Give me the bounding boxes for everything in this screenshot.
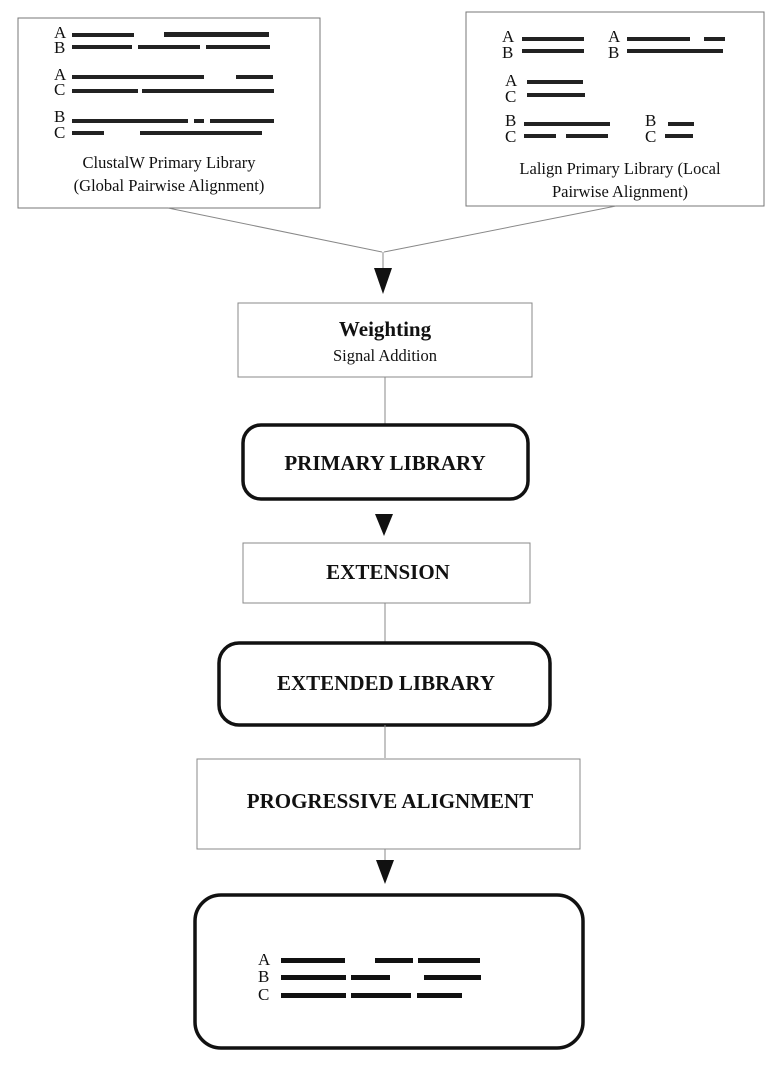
extended-library-label: EXTENDED LIBRARY	[277, 671, 495, 695]
extension-box: EXTENSION	[242, 542, 531, 604]
alignment-bars	[522, 37, 725, 138]
clustalw-caption: (Global Pairwise Alignment)	[74, 176, 265, 195]
clustalw-caption: ClustalW Primary Library	[83, 153, 257, 172]
final-alignment-box: A B C	[193, 893, 585, 1050]
arrow-down-icon	[374, 268, 392, 294]
seq-label: B	[54, 107, 65, 126]
seq-label: B	[608, 43, 619, 62]
seq-label: A	[258, 950, 271, 969]
extended-library-box: EXTENDED LIBRARY	[217, 641, 552, 727]
seq-label: A	[608, 27, 621, 46]
primary-library-label: PRIMARY LIBRARY	[284, 451, 485, 475]
seq-label: B	[54, 38, 65, 57]
merge-connectors	[167, 205, 617, 268]
clustalw-library-box: A B A C B C ClustalW Primary Library (Gl…	[17, 17, 321, 209]
extension-label: EXTENSION	[326, 560, 450, 584]
seq-label: C	[258, 985, 269, 1004]
progressive-alignment-label: PROGRESSIVE ALIGNMENT	[247, 789, 533, 813]
seq-label: B	[502, 43, 513, 62]
seq-label: C	[645, 127, 656, 146]
seq-label: B	[645, 111, 656, 130]
primary-library-box: PRIMARY LIBRARY	[241, 423, 530, 501]
seq-label: A	[505, 71, 518, 90]
seq-label: A	[54, 65, 67, 84]
seq-label: A	[54, 23, 67, 42]
lalign-library-box: A B A B A C B C B C Lalign Primary Libra…	[465, 11, 765, 207]
weighting-title: Weighting	[339, 317, 432, 341]
progressive-alignment-box: PROGRESSIVE ALIGNMENT	[196, 758, 581, 850]
weighting-box: Weighting Signal Addition	[237, 302, 533, 378]
seq-label: C	[505, 87, 516, 106]
seq-label: C	[505, 127, 516, 146]
lalign-caption: Pairwise Alignment)	[552, 182, 688, 201]
seq-label: B	[258, 967, 269, 986]
arrow-down-icon	[376, 860, 394, 884]
alignment-bars	[72, 32, 274, 135]
seq-label: B	[505, 111, 516, 130]
seq-label: C	[54, 123, 65, 142]
weighting-subtitle: Signal Addition	[333, 346, 437, 365]
arrow-down-icon	[375, 514, 393, 536]
seq-label: C	[54, 80, 65, 99]
alignment-bars	[281, 958, 481, 998]
lalign-caption: Lalign Primary Library (Local	[519, 159, 721, 178]
seq-label: A	[502, 27, 515, 46]
